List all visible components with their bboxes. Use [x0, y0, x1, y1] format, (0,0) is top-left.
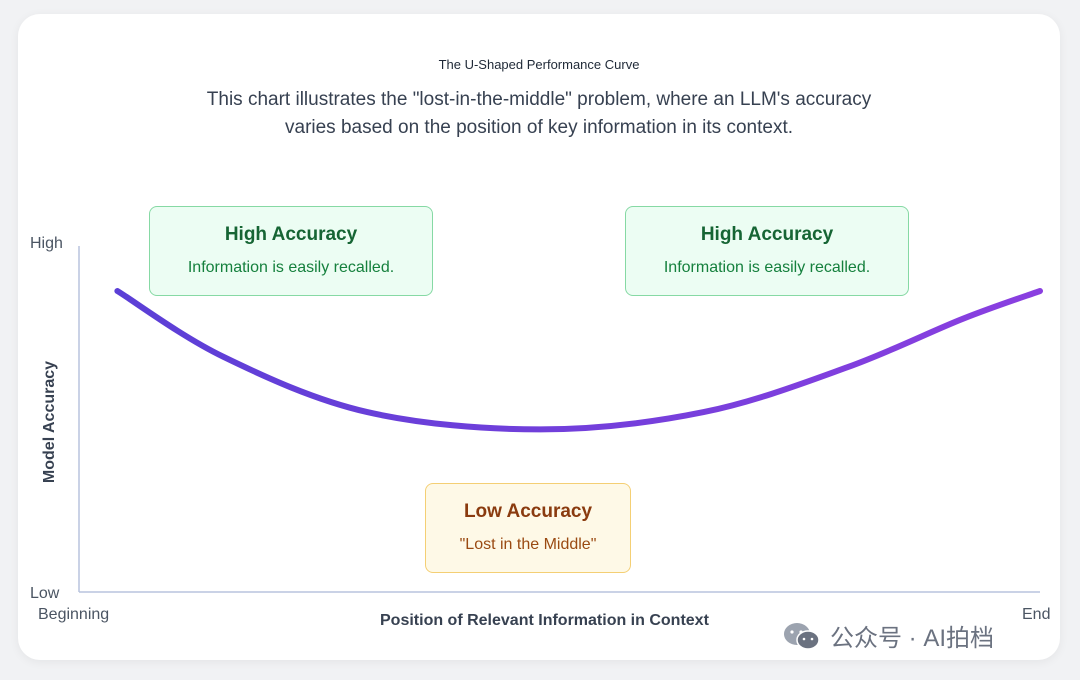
- annotation-high-accuracy-left: High Accuracy Information is easily reca…: [149, 206, 433, 296]
- annotation-low-accuracy: Low Accuracy "Lost in the Middle": [425, 483, 631, 573]
- series-line-u-curve: [114, 288, 1043, 433]
- chart-title: The U-Shaped Performance Curve: [438, 57, 640, 72]
- x-tick-end: End: [1022, 606, 1051, 623]
- x-axis-label: Position of Relevant Information in Cont…: [380, 612, 709, 629]
- chart-subtitle: This chart illustrates the "lost-in-the-…: [206, 89, 872, 138]
- watermark: 公众号 · AI拍档: [782, 618, 994, 653]
- annotation-text: Information is easily recalled.: [187, 259, 395, 276]
- annotation-title: High Accuracy: [700, 224, 834, 245]
- chart-card: The U-Shaped Performance Curve This char…: [18, 14, 1060, 660]
- annotation-title: Low Accuracy: [463, 501, 593, 522]
- x-tick-beginning: Beginning: [38, 606, 110, 623]
- y-tick-low: Low: [30, 585, 60, 602]
- annotation-high-accuracy-right: High Accuracy Information is easily reca…: [625, 206, 909, 296]
- y-tick-high: High: [30, 235, 63, 252]
- watermark-text: 公众号 · AI拍档: [830, 625, 995, 652]
- wechat-icon: [782, 621, 822, 651]
- y-axis-label: Model Accuracy: [41, 360, 58, 484]
- annotation-title: High Accuracy: [224, 224, 358, 245]
- plot-area: [78, 246, 1043, 593]
- annotation-text: Information is easily recalled.: [663, 259, 871, 276]
- annotation-text: "Lost in the Middle": [459, 536, 597, 553]
